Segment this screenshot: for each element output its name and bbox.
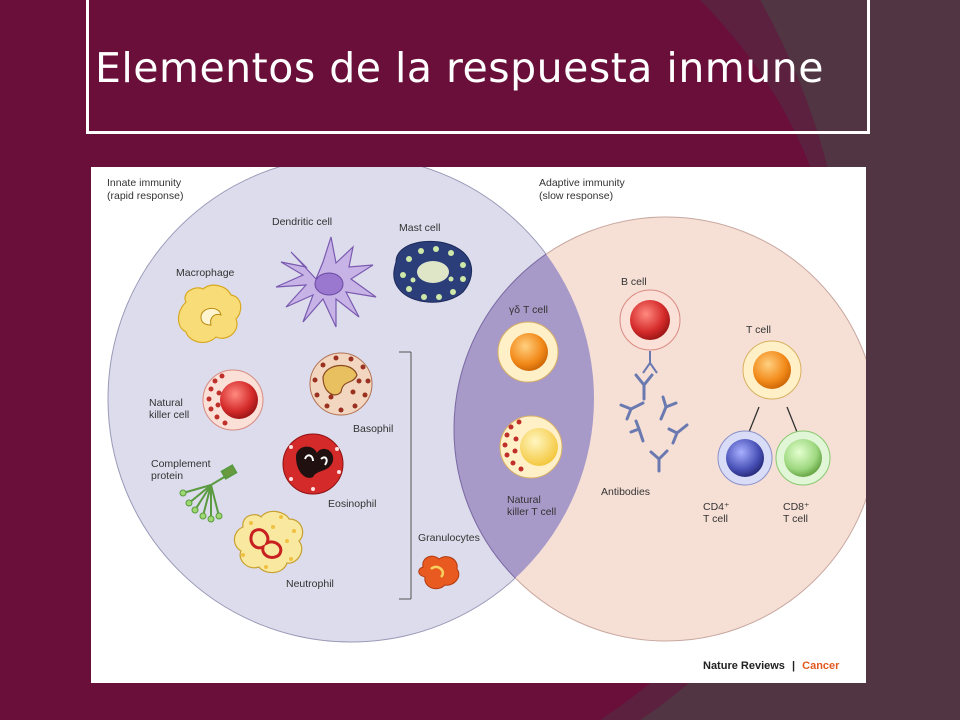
journal-credit: Nature Reviews | Cancer — [703, 660, 840, 672]
nk-cell-label-1: Natural — [149, 397, 183, 409]
complement-label-2: protein — [151, 470, 183, 482]
mast-cell — [393, 240, 473, 303]
b-cell — [619, 289, 681, 374]
macrophage-cell — [177, 284, 242, 344]
dendritic-cell-label: Dendritic cell — [272, 216, 332, 228]
complement-label-1: Complement — [151, 458, 211, 470]
eosinophil-label: Eosinophil — [328, 498, 376, 510]
antibodies-label: Antibodies — [601, 486, 650, 498]
granulocyte-icon — [418, 555, 460, 590]
neutrophil-label: Neutrophil — [286, 578, 334, 590]
basophil-cell — [309, 352, 373, 416]
cd8-label-2: T cell — [783, 513, 808, 525]
gamma-delta-t-cell — [497, 321, 559, 383]
complement-protein — [179, 464, 238, 523]
antibodies — [619, 373, 689, 473]
t-cell — [742, 340, 802, 400]
credit-separator: | — [792, 660, 795, 672]
cd8-t-cell — [775, 430, 831, 486]
gd-t-cell-label: γδ T cell — [509, 304, 548, 316]
mast-cell-label: Mast cell — [399, 222, 440, 234]
macrophage-label: Macrophage — [176, 267, 235, 279]
cd4-label-1: CD4⁺ — [703, 501, 730, 513]
granulocytes-bracket — [399, 351, 412, 600]
venn-diagram: Innate immunity (rapid response) Adaptiv… — [107, 167, 866, 672]
innate-subheading: (rapid response) — [107, 190, 183, 202]
slide-title: Elementos de la respuesta inmune — [95, 44, 824, 92]
credit-journal: Nature Reviews — [703, 660, 785, 672]
cd4-t-cell — [717, 430, 773, 486]
granulocytes-label: Granulocytes — [418, 532, 480, 544]
title-frame: Elementos de la respuesta inmune — [86, 0, 870, 134]
adaptive-heading: Adaptive immunity — [539, 177, 626, 189]
cd8-label-1: CD8⁺ — [783, 501, 810, 513]
t-cell-label: T cell — [746, 324, 771, 336]
nkt-cell-label-2: killer T cell — [507, 506, 556, 518]
credit-section: Cancer — [802, 660, 840, 672]
basophil-label: Basophil — [353, 423, 393, 435]
nkt-cell-label-1: Natural — [507, 494, 541, 506]
b-cell-label: B cell — [621, 276, 647, 288]
immune-response-figure: Innate immunity (rapid response) Adaptiv… — [91, 167, 866, 683]
neutrophil-cell — [233, 510, 304, 574]
adaptive-subheading: (slow response) — [539, 190, 613, 202]
innate-heading: Innate immunity — [107, 177, 182, 189]
nk-cell-label-2: killer cell — [149, 409, 189, 421]
natural-killer-cell — [202, 369, 264, 431]
eosinophil-cell — [282, 433, 344, 495]
natural-killer-t-cell — [499, 415, 563, 479]
cd4-label-2: T cell — [703, 513, 728, 525]
dendritic-cell — [275, 236, 377, 328]
